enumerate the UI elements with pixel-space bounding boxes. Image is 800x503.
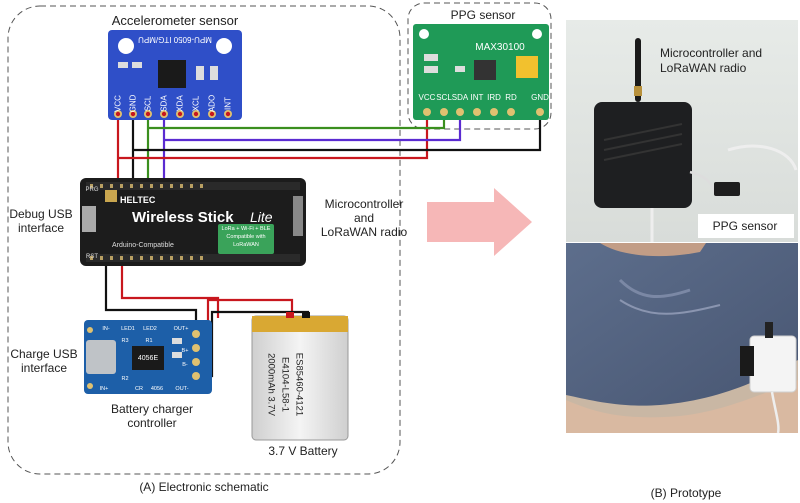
- battery-text-2: E4104-L58-1: [279, 357, 291, 412]
- ppg-boundary: [407, 2, 552, 130]
- charger-label-1: Battery charger: [110, 402, 194, 416]
- mcu-badge-3: LoRaWAN: [233, 242, 259, 248]
- ppg-pin-label: VCC: [418, 93, 436, 102]
- ppg-chip-label: MAX30100: [475, 42, 525, 53]
- mcu-badge-1: LoRa + Wi-Fi + BLE: [221, 226, 271, 232]
- acc-pin-label: ADO: [207, 94, 217, 113]
- acc-pin-label: XCL: [191, 95, 201, 112]
- charger-silk-label: 4056: [150, 386, 164, 392]
- charger-silk-label: LED1: [121, 326, 135, 332]
- mcu-label-3: LoRaWAN radio: [320, 225, 408, 239]
- debug-usb-label-1: Debug USB: [9, 207, 73, 221]
- charger-silk-label: R1: [145, 338, 153, 344]
- mcu-label-2: and: [353, 211, 375, 225]
- ppg-board: [413, 24, 549, 120]
- mcu-badge-2: Compatible with: [226, 234, 266, 240]
- battery-label: 3.7 V Battery: [268, 444, 338, 458]
- mcu-pin-prg: PRG: [85, 187, 99, 193]
- battery-text-3: 2000mAh 3.7V: [265, 353, 277, 416]
- wire-ppg-sda: [164, 112, 462, 142]
- charger-silk-label: R2: [121, 376, 129, 382]
- proto-mcu-label-2: LoRaWAN radio: [660, 61, 747, 75]
- acc-pin-label: XDA: [175, 95, 185, 112]
- acc-pin-label: INT: [223, 97, 233, 110]
- charge-usb-label-1: Charge USB: [10, 347, 78, 361]
- mcu-brand: HELTEC: [120, 195, 156, 205]
- flow-arrow: [427, 188, 532, 256]
- charger-silk-label: B+: [181, 348, 189, 354]
- mcu-name: Wireless Stick: [132, 209, 234, 226]
- debug-usb-label-2: interface: [17, 221, 65, 235]
- charger-silk-label: B-: [182, 362, 188, 368]
- ppg-pin-label: INT: [470, 93, 484, 102]
- mcu-label-1: Microcontroller: [324, 197, 404, 211]
- acc-pin-label: SCL: [143, 95, 153, 112]
- schematic-boundary: [7, 5, 401, 475]
- accelerometer-board-text: MPU-6050 ITG/MPU: [138, 35, 212, 44]
- charger-silk-label: IN+: [99, 386, 109, 392]
- proto-mcu-label-1: Microcontroller and: [660, 46, 763, 60]
- charger-silk-label: CR: [135, 386, 143, 392]
- ppg-pin-label: GND: [531, 93, 549, 102]
- battery-text-1: ES85460-4121: [293, 352, 305, 417]
- charger-board: [84, 320, 212, 394]
- prototype-photo: [566, 20, 798, 242]
- ppg-pin-label: RD: [505, 93, 517, 102]
- prototype-caption: (B) Prototype: [650, 486, 722, 500]
- ppg-pin-label: IRD: [487, 93, 501, 102]
- ppg-pin-label: SCL: [436, 93, 452, 102]
- mcu-sub: Arduino-Compatible: [112, 242, 174, 249]
- charger-silk-label: OUT-: [175, 386, 189, 392]
- mcu-name-suffix: Lite: [250, 209, 273, 225]
- charger-silk-label: IN-: [102, 326, 110, 332]
- charger-silk-label: OUT+: [173, 326, 189, 332]
- charger-silk-label: R3: [121, 338, 129, 344]
- schematic-caption: (A) Electronic schematic: [139, 480, 269, 494]
- charger-silk-label: LED2: [143, 326, 157, 332]
- battery: [251, 312, 349, 441]
- accelerometer-title: Accelerometer sensor: [111, 13, 239, 28]
- charger-label-2: controller: [127, 416, 177, 430]
- acc-pin-label: VCC: [113, 95, 123, 112]
- wire-mcu-vin: [120, 266, 220, 318]
- ppg-title: PPG sensor: [450, 8, 516, 22]
- charger-chip-label: 4056E: [137, 355, 159, 362]
- accelerometer-board: [108, 30, 242, 120]
- wire-ppg-gnd: [133, 112, 542, 152]
- acc-pin-label: GND: [128, 94, 138, 113]
- charge-usb-label-2: interface: [20, 361, 68, 375]
- prototype-arm-photo: [566, 243, 798, 434]
- mcu-board: [80, 178, 306, 266]
- acc-pin-label: SDA: [159, 95, 169, 112]
- ppg-pin-label: SDA: [451, 93, 469, 102]
- mcu-pin-rst: RST: [86, 254, 98, 260]
- proto-ppg-label: PPG sensor: [712, 219, 778, 233]
